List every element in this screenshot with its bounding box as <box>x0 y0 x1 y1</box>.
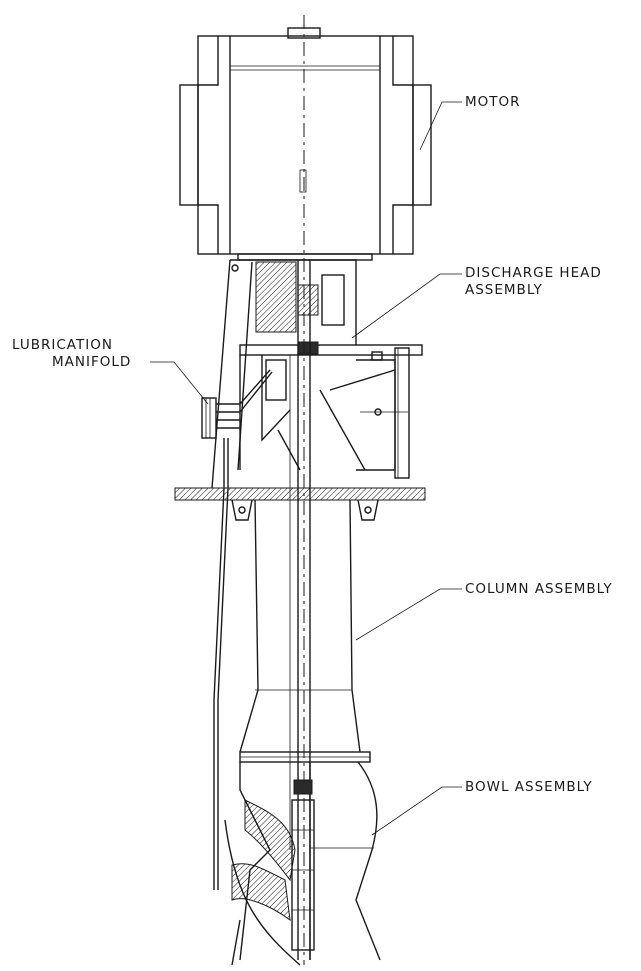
motor-label: MOTOR <box>465 94 521 110</box>
discharge-head <box>174 259 426 521</box>
discharge-head-label-line2: ASSEMBLY <box>465 282 543 298</box>
lubrication-label-line1: LUBRICATION <box>12 337 113 353</box>
bowl <box>224 761 381 966</box>
leader-lines <box>150 101 462 836</box>
discharge-head-label-line1: DISCHARGE HEAD <box>465 265 602 281</box>
column-label: COLUMN ASSEMBLY <box>465 581 613 597</box>
bowl-label: BOWL ASSEMBLY <box>465 779 593 795</box>
lubrication-label-line2: MANIFOLD <box>52 354 132 370</box>
lubrication-manifold <box>201 359 287 890</box>
column-pipe <box>239 499 371 763</box>
motor-body <box>179 27 432 261</box>
